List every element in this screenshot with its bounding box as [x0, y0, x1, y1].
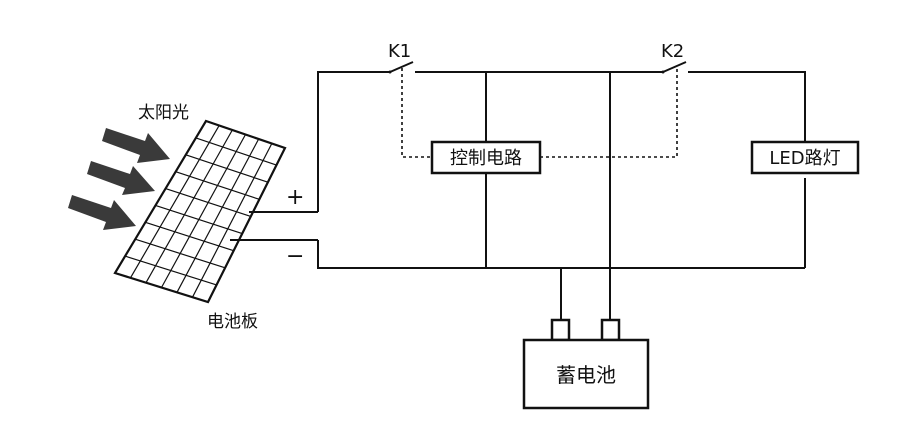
- panel-grid-line: [165, 187, 251, 218]
- switch-k2: [661, 61, 687, 74]
- panel-grid-line: [145, 221, 234, 252]
- negative-wire: [317, 240, 805, 269]
- solar-panel: [113, 119, 287, 304]
- battery-negative-terminal: [550, 318, 571, 342]
- panel-grid-line: [160, 134, 247, 288]
- k1-control-line: [401, 68, 432, 158]
- sunlight-arrow-icon: [68, 195, 136, 230]
- battery-box: [522, 338, 650, 410]
- sunlight-label: 太阳光: [138, 103, 189, 123]
- plus-sign: +: [286, 185, 304, 210]
- minus-sign: −: [286, 244, 304, 269]
- positive-wire: [317, 71, 390, 212]
- k2-control-line: [540, 68, 678, 158]
- panel-grid-line: [155, 204, 243, 235]
- panel-grid-line: [185, 154, 269, 183]
- sunlight-arrows: [68, 128, 170, 230]
- led-lamp-box: [750, 140, 860, 175]
- switch-k1: [388, 61, 414, 74]
- panel-grid-line: [145, 129, 233, 283]
- controller-box: [430, 140, 542, 175]
- switch-k2-label: K2: [661, 41, 684, 62]
- panel-grid-line: [176, 138, 260, 293]
- panel-grid-line: [135, 238, 226, 269]
- sunlight-arrow-icon: [87, 161, 155, 195]
- switch-k1-label: K1: [388, 41, 411, 62]
- battery-label: 蓄电池: [556, 363, 616, 387]
- panel-label: 电池板: [207, 312, 258, 332]
- panel-grid-line: [195, 137, 277, 166]
- controller-label: 控制电路: [450, 148, 522, 169]
- led-top-wire: [688, 71, 806, 150]
- sunlight-arrow-icon: [102, 128, 170, 163]
- panel-grid-line: [191, 143, 273, 298]
- solar-panel-grid: [124, 125, 277, 298]
- panel-grid-line: [175, 171, 260, 200]
- battery-positive-terminal: [600, 318, 621, 342]
- panel-grid-line: [129, 125, 220, 279]
- panel-grid-line: [124, 255, 217, 286]
- led-lamp-label: LED路灯: [769, 148, 840, 169]
